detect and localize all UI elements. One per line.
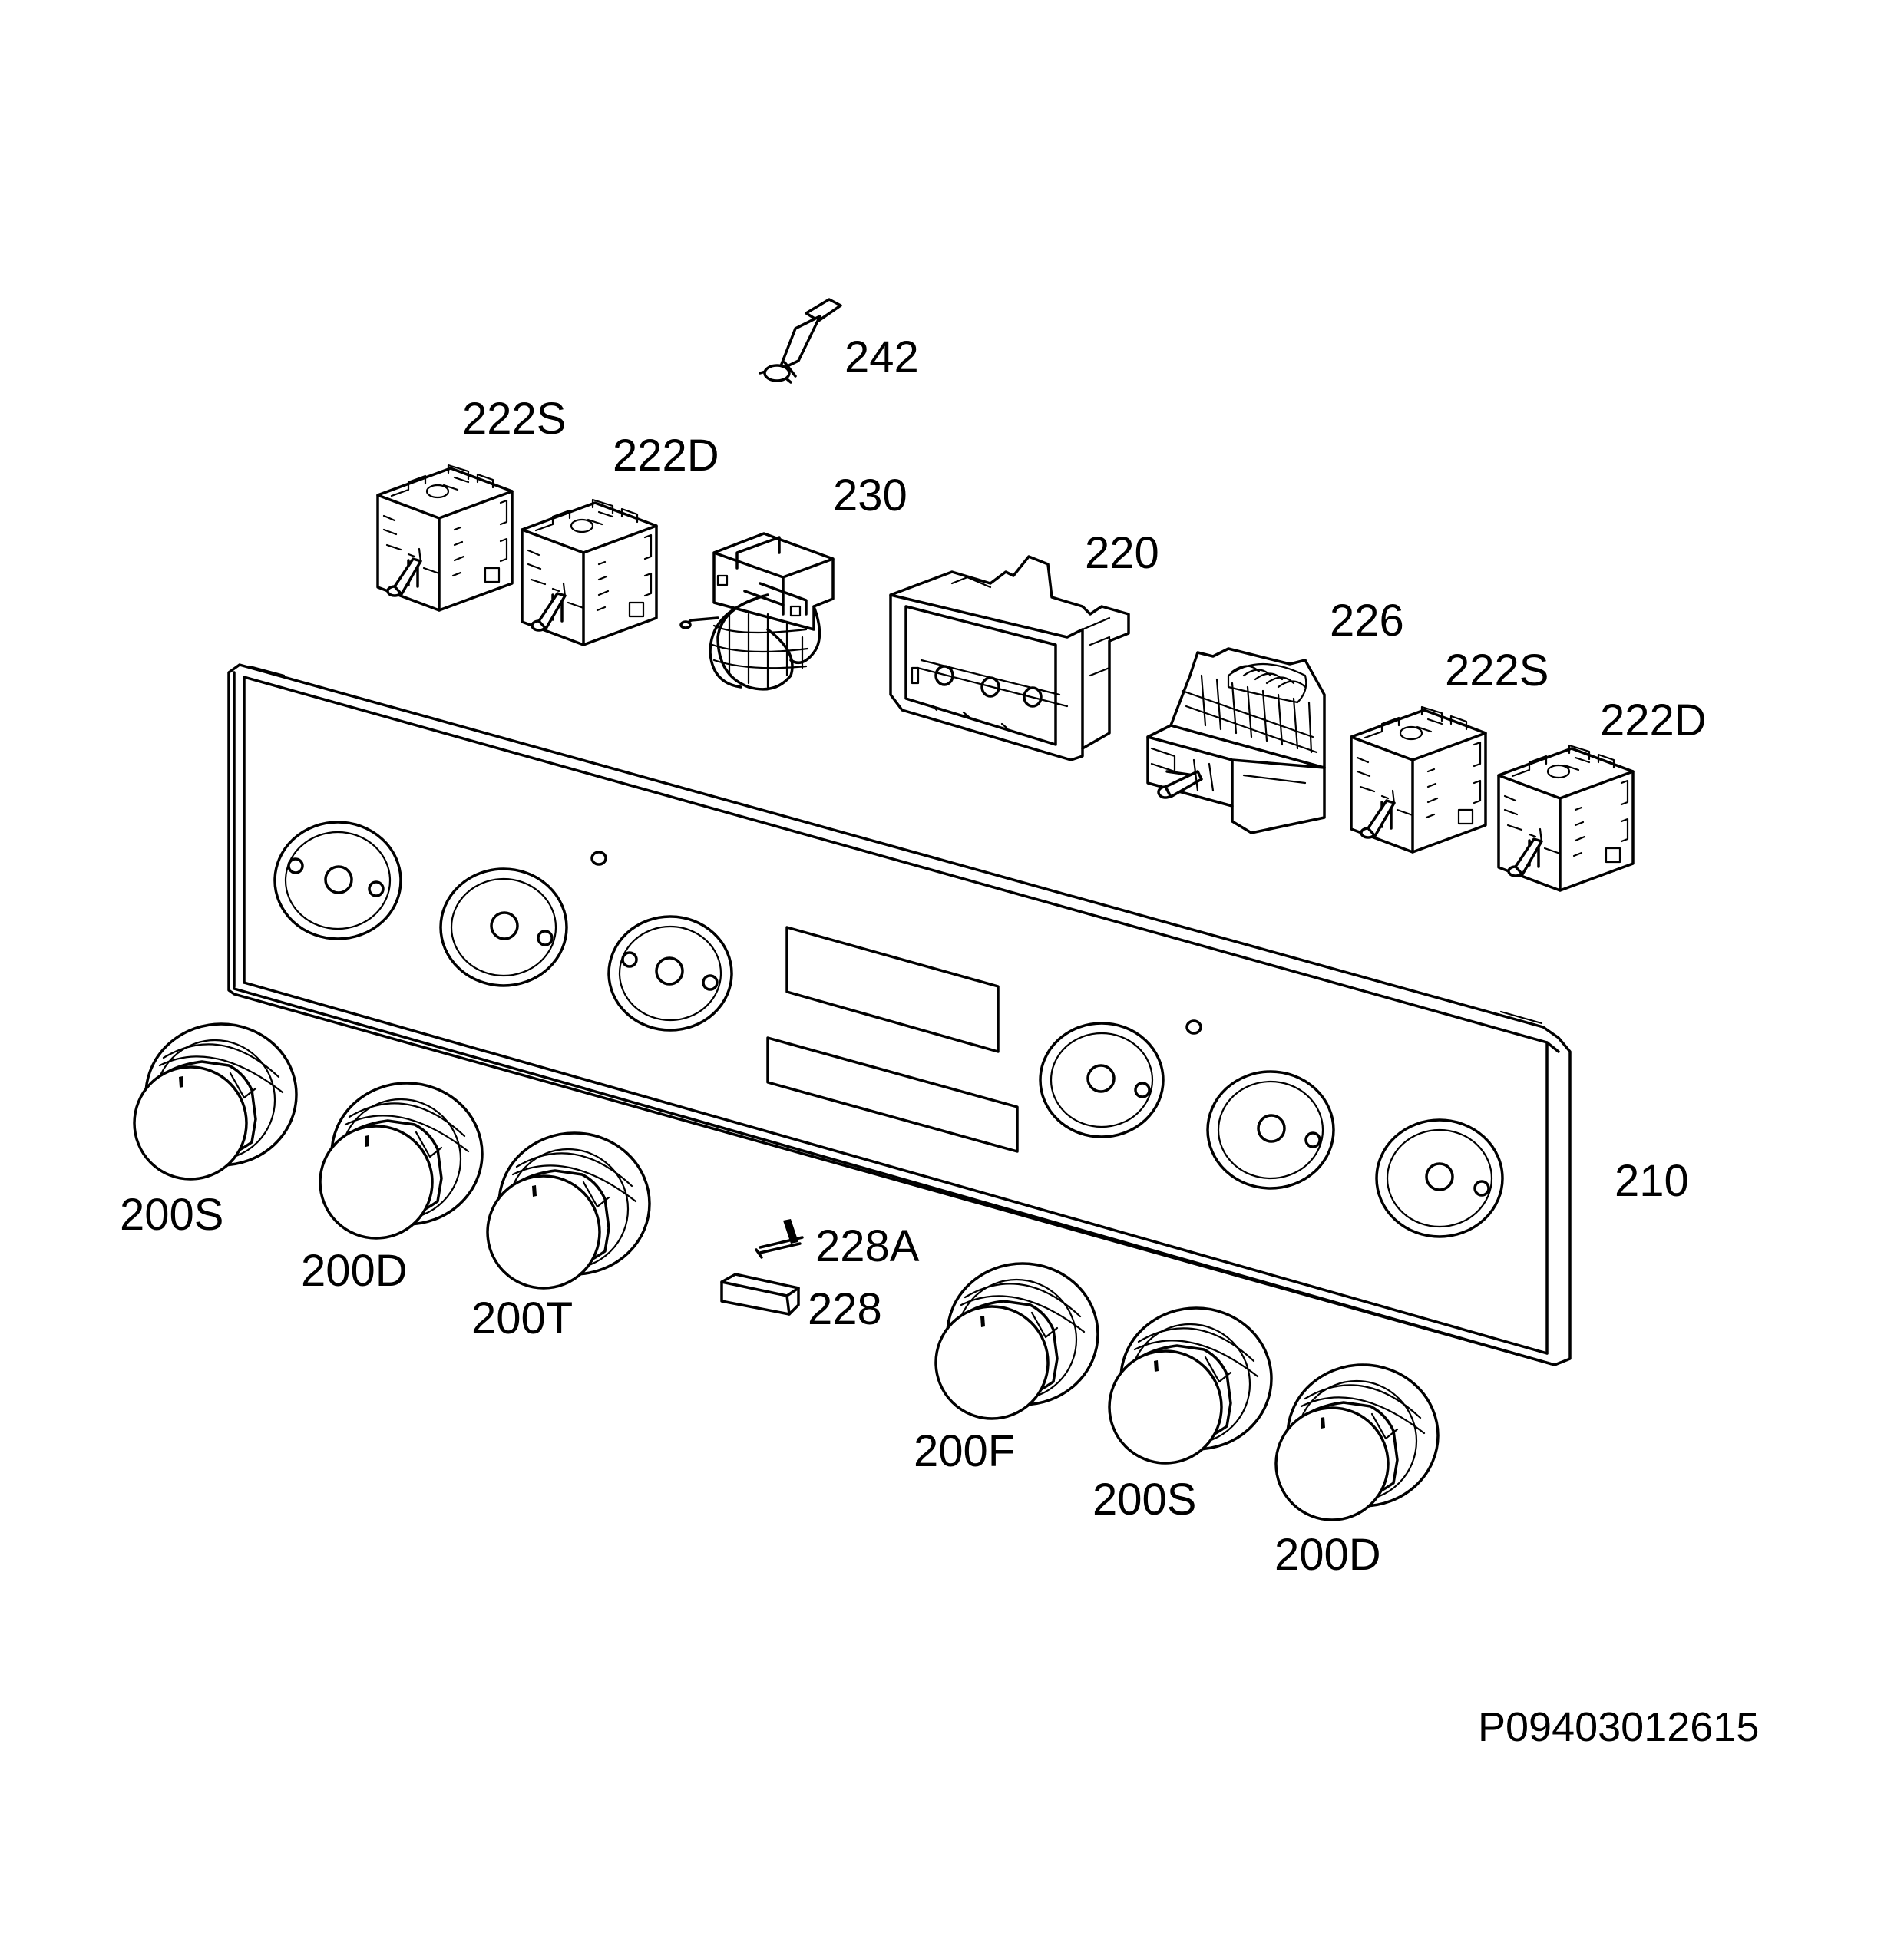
energy-regulator-222s-top	[376, 464, 514, 612]
timer-programmer-part	[889, 555, 1130, 761]
callout-200d-right: 200D	[1274, 1530, 1381, 1580]
knob-200t	[486, 1131, 651, 1290]
knob-200s-right	[1108, 1306, 1273, 1465]
callout-242: 242	[845, 332, 919, 382]
callout-226: 226	[1330, 596, 1404, 646]
energy-regulator-222s-right	[1350, 705, 1487, 854]
callout-222d-top: 222D	[613, 431, 719, 481]
knob-200s-left	[133, 1022, 298, 1181]
energy-regulator-222d-top	[521, 498, 658, 646]
callout-230: 230	[833, 471, 907, 520]
diagram-reference-code: P09403012615	[1478, 1704, 1759, 1750]
callout-210: 210	[1615, 1156, 1689, 1206]
callout-228a: 228A	[815, 1221, 920, 1271]
callout-200f: 200F	[914, 1426, 1015, 1476]
knob-200d-left	[319, 1082, 484, 1240]
push-button-part	[720, 1273, 800, 1316]
thermostat-part	[679, 532, 835, 691]
callout-228: 228	[808, 1284, 882, 1334]
callout-200s-left: 200S	[120, 1190, 223, 1240]
callout-200s-right: 200S	[1092, 1475, 1196, 1525]
callout-222d-right: 222D	[1600, 695, 1707, 745]
knob-200f	[934, 1262, 1099, 1420]
control-panel-fascia	[227, 663, 1572, 1366]
callout-222s-top: 222S	[462, 394, 566, 444]
callout-200d-left: 200D	[301, 1246, 408, 1296]
button-spring-part	[755, 1219, 804, 1259]
callout-labels: 242 222S 222D 230 220 226 222S 222D 210 …	[120, 332, 1759, 1750]
function-selector-switch-part	[1146, 647, 1326, 834]
sensor-probe-part	[759, 298, 842, 384]
knob-200d-right	[1274, 1363, 1440, 1521]
callout-200t: 200T	[471, 1293, 573, 1343]
panel-knob-openings	[273, 821, 1504, 1238]
callout-222s-right: 222S	[1445, 646, 1549, 695]
energy-regulator-222d-right	[1497, 744, 1635, 892]
callout-220: 220	[1085, 528, 1159, 578]
